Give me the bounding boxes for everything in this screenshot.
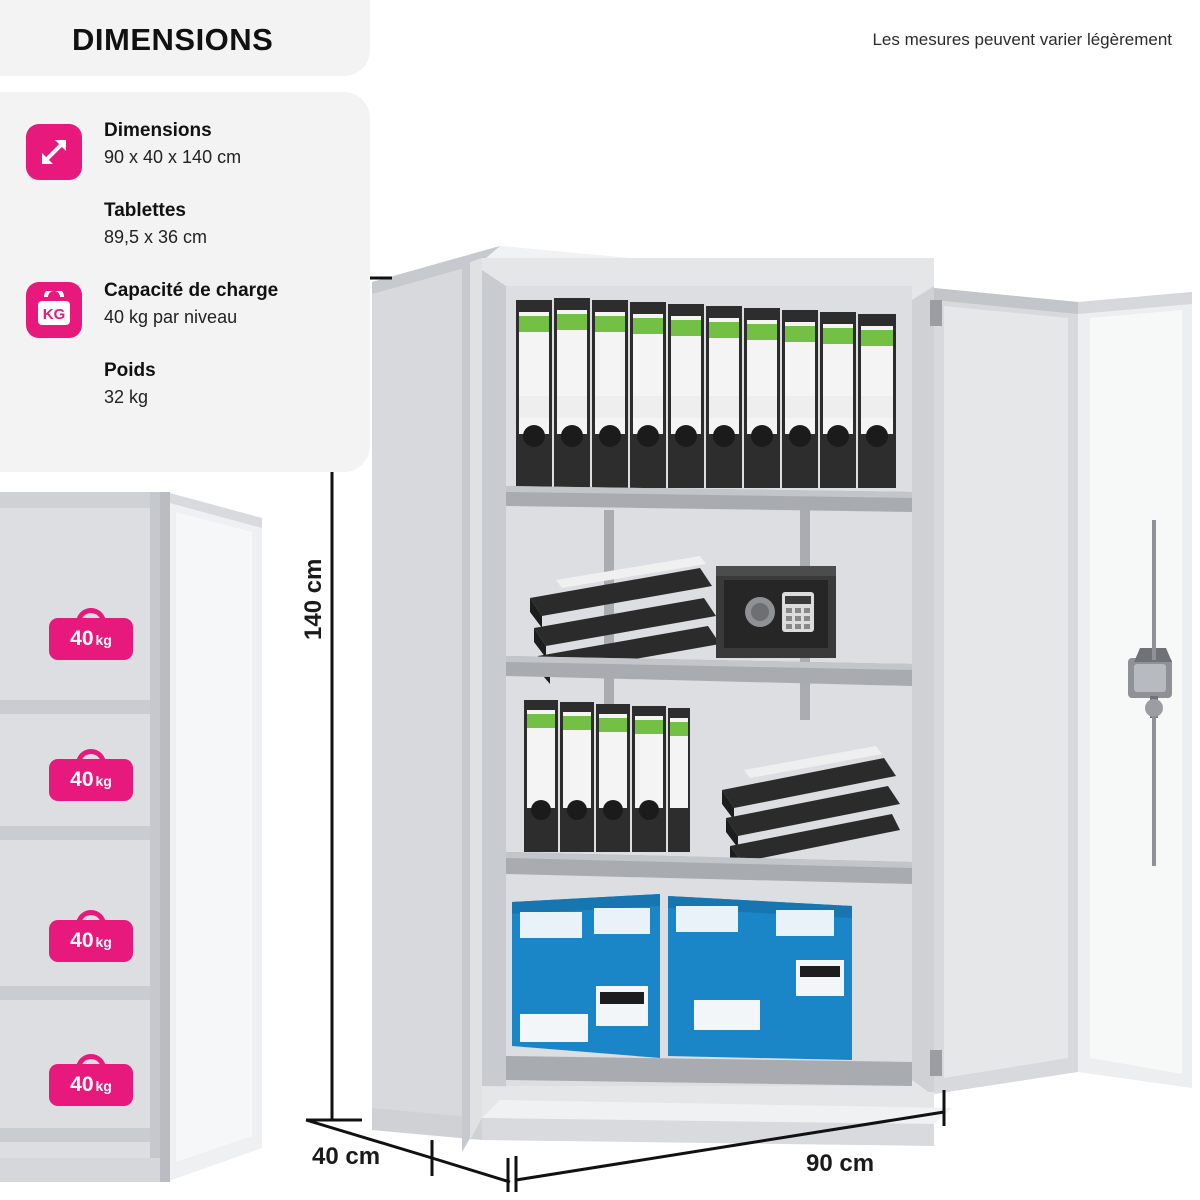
badge-body: 40 kg (49, 759, 133, 801)
secondary-cabinet (0, 492, 262, 1182)
badge-unit: kg (95, 934, 112, 950)
weight-icon: KG (38, 291, 70, 325)
badge-value: 40 (70, 627, 94, 650)
spec-value-shelves: 89,5 x 36 cm (104, 227, 208, 247)
spec-row-dimensions: Dimensions 90 x 40 x 140 cm (0, 118, 370, 170)
badge-unit: kg (95, 773, 112, 789)
spec-label-dimensions: Dimensions (104, 120, 212, 141)
specifications-list: KG Dimensions 90 x 40 x 140 cm Tablettes… (0, 92, 370, 424)
badge-handle-icon (76, 608, 106, 626)
binder-row-top (516, 298, 896, 488)
badge-body: 40 kg (49, 618, 133, 660)
right-doors (930, 288, 1192, 1094)
door-latch (1128, 520, 1172, 866)
badge-body: 40 kg (49, 1064, 133, 1106)
spec-label-weight: Poids (104, 360, 156, 381)
measurement-disclaimer: Les mesures peuvent varier légèrement (872, 30, 1172, 49)
spec-label-load-capacity: Capacité de charge (104, 280, 279, 301)
safe-box (716, 566, 836, 658)
header-pill (0, 0, 370, 76)
badge-handle-icon (76, 1054, 106, 1072)
shelf-load-badge: 40 kg (49, 747, 133, 801)
spec-value-weight: 32 kg (104, 387, 149, 407)
diagonal-arrow-icon (42, 140, 66, 164)
paper-boxes (512, 894, 852, 1060)
badge-handle-icon (76, 910, 106, 928)
spec-row-load-capacity: Capacité de charge 40 kg par niveau (0, 278, 370, 330)
dimension-label-height: 140 cm (300, 558, 327, 640)
dimension-label-depth: 40 cm (312, 1143, 381, 1170)
weight-kg-icon: KG (26, 282, 82, 338)
shelf-load-badge: 40 kg (49, 606, 133, 660)
letter-trays-lower (722, 746, 900, 872)
badge-value: 40 (70, 929, 94, 952)
badge-unit: kg (95, 632, 112, 648)
spec-value-load-capacity: 40 kg par niveau (104, 307, 238, 327)
badge-handle-icon (76, 749, 106, 767)
shelf-load-badge: 40 kg (49, 1052, 133, 1106)
page-title: DIMENSIONS (72, 22, 274, 57)
dimension-label-width: 90 cm (806, 1150, 875, 1177)
badge-value: 40 (70, 1073, 94, 1096)
main-cabinet (372, 246, 952, 1152)
kg-icon-label: KG (43, 306, 66, 323)
badge-unit: kg (95, 1078, 112, 1094)
dimensions-icon (26, 124, 82, 180)
badge-value: 40 (70, 768, 94, 791)
spec-row-shelves: Tablettes 89,5 x 36 cm (0, 198, 370, 250)
spec-label-shelves: Tablettes (104, 200, 187, 221)
spec-row-weight: Poids 32 kg (0, 358, 370, 410)
shelf-load-badge: 40 kg (49, 908, 133, 962)
spec-value-dimensions: 90 x 40 x 140 cm (104, 147, 242, 167)
binder-row-lower (524, 700, 690, 852)
badge-body: 40 kg (49, 920, 133, 962)
